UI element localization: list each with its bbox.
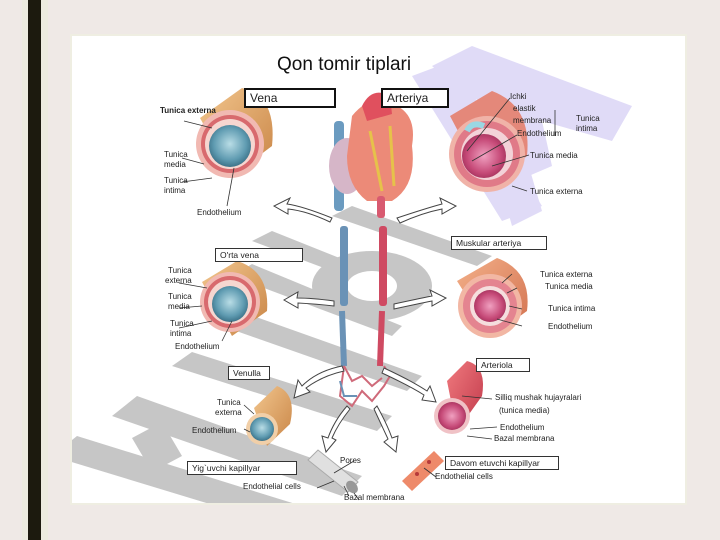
orta-vena-box-label: O'rta vena (215, 248, 303, 262)
davom-endothelial-cells-label: Endothelial cells (435, 472, 493, 481)
arteriya-tunica-intima-label-2: intima (576, 124, 598, 133)
yiguvchi-capillary-illustration (307, 449, 359, 494)
venula-tunica-externa-label-1: Tunica (217, 398, 241, 407)
muskular-endothelium-label: Endothelium (548, 322, 593, 331)
venula-tunica-externa-label-2: externa (215, 408, 242, 417)
diagram-title: Qon tomir tiplari (277, 54, 412, 75)
arteriola-bazal-label: Bazal membrana (494, 434, 555, 443)
arteriya-box-label: Arteriya (381, 88, 449, 108)
orta-vena-endothelium-label: Endothelium (175, 342, 220, 351)
muskular-tunica-intima-label: Tunica intima (548, 304, 596, 313)
flow-arrows (272, 196, 458, 454)
yiguvchi-kapillyar-box-label: Yig`uvchi kapillyar (187, 461, 297, 475)
arteriola-endothelium-label: Endothelium (500, 423, 545, 432)
muskular-arteriya-illustration (457, 258, 528, 338)
arteriola-box-label: Arteriola (476, 358, 530, 372)
heart-illustration (329, 92, 413, 218)
arteriya-tunica-externa-label: Tunica externa (530, 187, 583, 196)
vena-box-label: Vena (244, 88, 336, 108)
orta-vena-tunica-intima-label-1: Tunica (170, 319, 194, 328)
diagram-panel: Qon tomir tiplari Vena Arteriya O'rta ve… (72, 36, 685, 503)
arteriya-tunica-intima-label-1: Tunica (576, 114, 600, 123)
yiguvchi-bazal-label: Bazal membrana (344, 493, 405, 502)
orta-vena-tunica-intima-label-2: intima (170, 329, 192, 338)
arteriya-endothelium-label: Endothelium (517, 129, 562, 138)
venula-box-label: Venulla (228, 366, 270, 380)
arteriya-tunica-media-label: Tunica media (530, 151, 578, 160)
arteriya-membrana-label: membrana (513, 116, 552, 125)
yiguvchi-endothelial-cells-label: Endothelial cells (243, 482, 301, 491)
vena-tunica-intima-label-1: Tunica (164, 176, 188, 185)
orta-vena-illustration (200, 261, 268, 336)
vena-tunica-media-label-2: media (164, 160, 186, 169)
vena-endothelium-label: Endothelium (197, 208, 242, 217)
davom-kapillyar-box-label: Davom etuvchi kapillyar (445, 456, 559, 470)
muskular-tunica-media-label: Tunica media (545, 282, 593, 291)
orta-vena-tunica-media-label-1: Tunica (168, 292, 192, 301)
arteriya-illustration (449, 91, 528, 192)
leader-lines (178, 97, 556, 501)
vena-tunica-media-label-1: Tunica (164, 150, 188, 159)
arteriola-silliq-label: Silliq mushak hujayralari (495, 393, 582, 402)
orta-vena-tunica-externa-label-1: Tunica (168, 266, 192, 275)
orta-vena-tunica-media-label-2: media (168, 302, 190, 311)
arteriya-ichki-label: Ichki (510, 92, 527, 101)
venula-endothelium-label: Endothelium (192, 426, 237, 435)
muskular-arteriya-box-label: Muskular arteriya (451, 236, 547, 250)
vena-illustration (196, 88, 273, 178)
arteriola-tunica-media-label: (tunica media) (499, 406, 550, 415)
slide-accent-bar (28, 0, 41, 540)
muskular-tunica-externa-label: Tunica externa (540, 270, 593, 279)
yiguvchi-pores-label: Pores (340, 456, 361, 465)
arteriya-elastik-label: elastik (513, 104, 536, 113)
vessel-columns (338, 226, 392, 408)
vena-tunica-intima-label-2: intima (164, 186, 186, 195)
venula-illustration (246, 386, 292, 446)
orta-vena-tunica-externa-label-2: externa (165, 276, 192, 285)
vena-tunica-externa-label: Tunica externa (160, 106, 216, 115)
capillary-bed (338, 365, 392, 408)
davom-capillary-illustration (402, 451, 444, 491)
